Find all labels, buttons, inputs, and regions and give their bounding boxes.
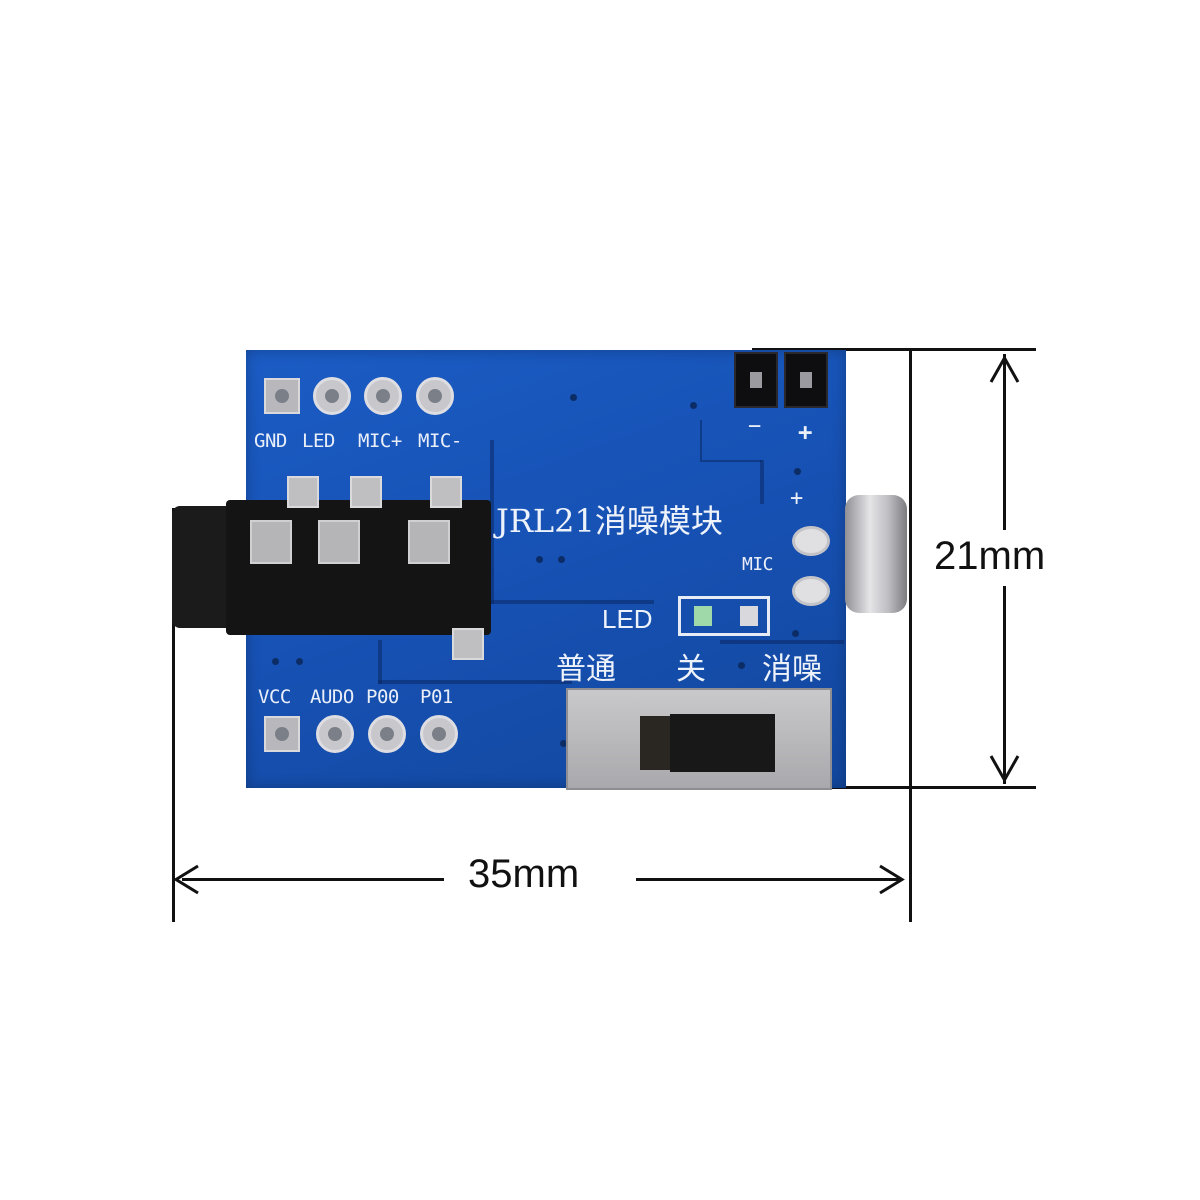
- dim-right-extension: [909, 350, 912, 922]
- pad-mic-plus: [364, 377, 402, 415]
- jack-tab: [287, 476, 319, 508]
- pin-label-audo: AUDO: [310, 686, 354, 708]
- pad-audo: [316, 715, 354, 753]
- height-label-bg: [930, 530, 1080, 586]
- pad-mic-minus: [416, 377, 454, 415]
- jack-pin: [250, 520, 292, 564]
- dim-top-extension: [752, 348, 1036, 351]
- led-outline: [678, 596, 770, 636]
- via: [738, 662, 745, 669]
- pin-label-p00: P00: [366, 686, 399, 708]
- dim-width-line-right: [636, 878, 899, 881]
- led-indicator: [694, 606, 712, 626]
- microphone: [845, 495, 907, 613]
- led-pad: [740, 606, 758, 626]
- jack-tab: [452, 628, 484, 660]
- via: [570, 394, 577, 401]
- header-plus-label: +: [798, 418, 812, 446]
- board-title: JRL21消噪模块: [496, 502, 723, 540]
- pcb-trace: [700, 420, 762, 462]
- pcb-trace: [720, 640, 844, 644]
- pin-label-vcc: VCC: [258, 686, 291, 708]
- via: [792, 630, 799, 637]
- mic-plus-label: +: [790, 486, 803, 511]
- pad-p00: [368, 715, 406, 753]
- pad-led: [313, 377, 351, 415]
- header-pin-plus: [784, 352, 828, 408]
- switch-knob[interactable]: [670, 714, 775, 772]
- width-dimension-label: 35mm: [468, 852, 580, 896]
- pcb-trace: [760, 460, 764, 504]
- mic-lead: [792, 576, 830, 606]
- dim-width-arrows: [173, 864, 905, 895]
- dim-bottom-extension: [746, 786, 1036, 789]
- pcb-trace: [378, 680, 572, 684]
- via: [794, 468, 801, 475]
- jack-pin: [408, 520, 450, 564]
- switch-label-normal: 普通: [556, 652, 616, 687]
- via: [560, 740, 567, 747]
- switch-label-off: 关: [676, 652, 706, 687]
- dim-left-extension: [172, 508, 175, 922]
- pin-label-mic-minus: MIC-: [418, 430, 462, 452]
- height-dimension-label: 21mm: [934, 534, 1046, 578]
- via: [558, 556, 565, 563]
- via: [690, 402, 697, 409]
- mic-label: MIC: [742, 554, 774, 575]
- pad-p01: [420, 715, 458, 753]
- via: [536, 556, 543, 563]
- led-label: LED: [602, 604, 653, 634]
- dim-height-arrows: [989, 354, 1020, 784]
- jack-pin: [318, 520, 360, 564]
- pcb-trace: [378, 640, 382, 684]
- pcb-trace: [490, 600, 654, 604]
- header-minus-label: −: [748, 414, 761, 439]
- pad-gnd: [264, 378, 300, 414]
- switch-label-denoise: 消噪: [762, 652, 822, 687]
- jack-tab: [350, 476, 382, 508]
- pin-label-mic-plus: MIC+: [358, 430, 402, 452]
- dim-width-line-left: [182, 878, 444, 881]
- jack-tab: [430, 476, 462, 508]
- pad-vcc: [264, 716, 300, 752]
- via: [296, 658, 303, 665]
- pin-label-led: LED: [302, 430, 335, 452]
- header-pin-minus: [734, 352, 778, 408]
- pin-label-p01: P01: [420, 686, 453, 708]
- mic-lead: [792, 526, 830, 556]
- audio-jack-barrel: [172, 506, 236, 628]
- pin-label-gnd: GND: [254, 430, 287, 452]
- via: [272, 658, 279, 665]
